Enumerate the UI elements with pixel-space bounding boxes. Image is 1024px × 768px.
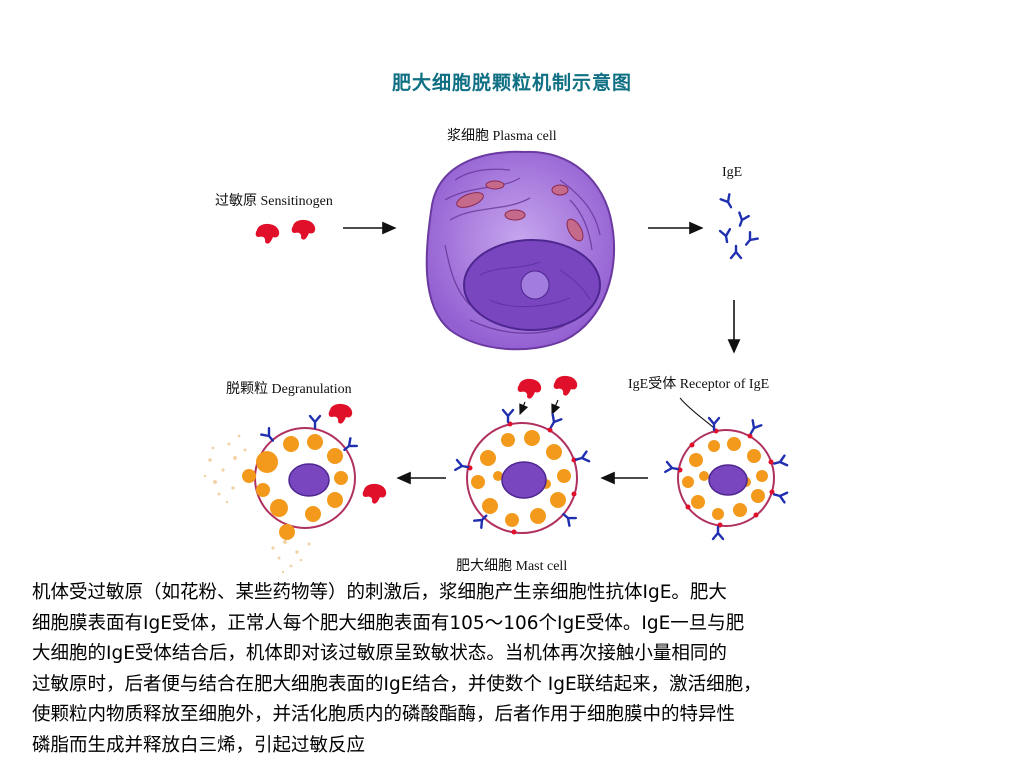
description-line: 过敏原时，后者便与结合在肥大细胞表面的IgE结合，并使数个 IgE联结起来，激活…: [32, 673, 762, 695]
description-line: 机体受过敏原（如花粉、某些药物等）的刺激后，浆细胞产生亲细胞性抗体IgE。肥大: [32, 582, 727, 603]
allergen-icon: [553, 375, 578, 396]
ige-label: IgE: [722, 165, 742, 180]
description-line: 磷脂而生成并释放白三烯，引起过敏反应: [32, 734, 366, 756]
receptor-label: IgE受体 Receptor of IgE: [628, 376, 769, 392]
degranulation-diagram: 浆细胞 Plasma cell 过敏原 Sensitinogen IgE IgE…: [203, 128, 789, 574]
mast-cell: [454, 408, 591, 535]
description-line: 使颗粒内物质释放至细胞外，并活化胞质内的磷酸酯酶，后者作用于细胞膜中的特异性: [32, 704, 736, 725]
released-granule-cloud: [203, 434, 311, 574]
page-title: 肥大细胞脱颗粒机制示意图: [391, 72, 632, 94]
plasma-cell-label: 浆细胞 Plasma cell: [447, 128, 557, 144]
description-line: 细胞膜表面有IgE受体，正常人每个肥大细胞表面有105～106个IgE受体。Ig…: [32, 612, 745, 634]
allergen-icon: [255, 223, 280, 244]
plasma-cell: [425, 150, 616, 351]
mast-cell-sensitized: [664, 416, 789, 541]
description-text: 机体受过敏原（如花粉、某些药物等）的刺激后，浆细胞产生亲细胞性抗体IgE。肥大 …: [32, 578, 1007, 761]
ige-antibody-icons: [718, 193, 759, 260]
allergen-icon: [517, 378, 542, 399]
sensitinogen-label: 过敏原 Sensitinogen: [215, 193, 333, 209]
description-line: 大细胞的IgE受体结合后，机体即对该过敏原呈致敏状态。当机体再次接触小量相同的: [32, 643, 727, 664]
degranulation-label: 脱颗粒 Degranulation: [226, 381, 352, 397]
mast-cell-label: 肥大细胞 Mast cell: [456, 558, 567, 574]
degranulating-mast-cell: [203, 403, 387, 574]
allergen-icon: [291, 219, 316, 240]
